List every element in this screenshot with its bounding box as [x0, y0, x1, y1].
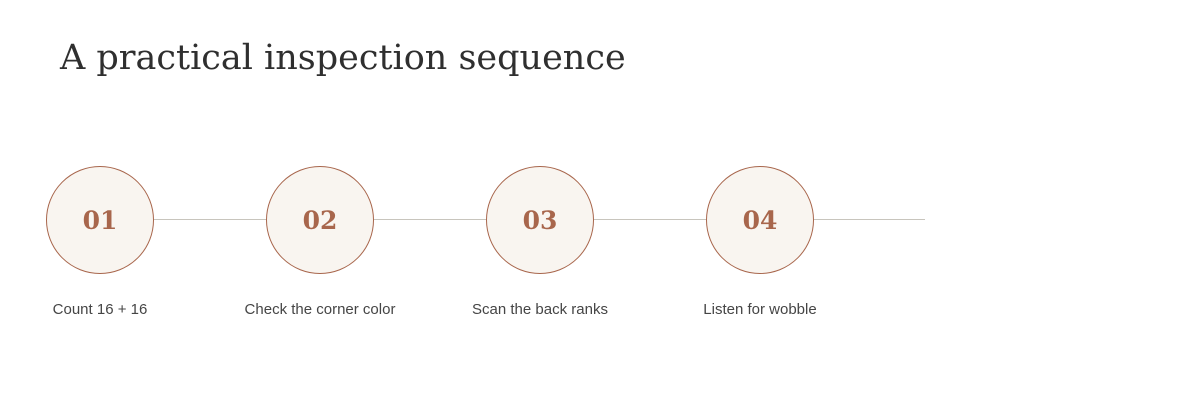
step-circle-1: 01: [46, 166, 154, 274]
step-circle-3: 03: [486, 166, 594, 274]
step-number: 02: [302, 205, 338, 235]
step-label: Listen for wobble: [703, 301, 817, 318]
connector-line: [154, 219, 266, 220]
step-label: Check the corner color: [244, 301, 396, 318]
step-circle-4: 04: [706, 166, 814, 274]
step-label: Count 16 + 16: [52, 301, 148, 318]
step-label: Scan the back ranks: [472, 301, 608, 318]
page-title: A practical inspection sequence: [60, 38, 626, 78]
connector-line: [814, 219, 925, 220]
step-number: 04: [742, 205, 778, 235]
step-circle-2: 02: [266, 166, 374, 274]
connector-line: [594, 219, 706, 220]
step-number: 01: [82, 205, 118, 235]
connector-line: [374, 219, 486, 220]
step-number: 03: [522, 205, 558, 235]
